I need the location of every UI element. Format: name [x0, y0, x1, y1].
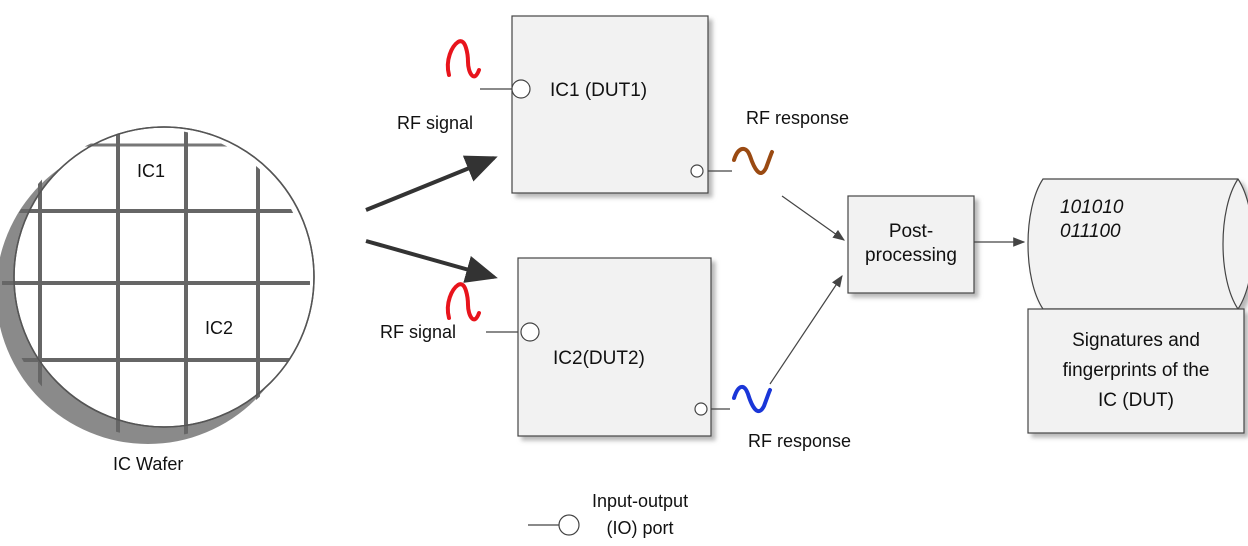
dut2-output-port: [694, 402, 708, 416]
dut2-input-port: [520, 322, 540, 342]
arrow-to-dut2: [365, 239, 498, 283]
legend-label: Input-output (IO) port: [592, 488, 688, 542]
rf-response-wave-1: [732, 147, 774, 175]
dut2-label: IC2(DUT2): [553, 348, 645, 369]
storage-bits-line1: 101010: [1060, 197, 1124, 218]
rf-signal-wave-2: [445, 282, 481, 322]
signatures-label: Signatures and fingerprints of the IC (D…: [1028, 326, 1244, 416]
arrow-response2-to-post: [769, 275, 843, 385]
arrow-to-dut1: [365, 155, 498, 212]
signatures-line2: fingerprints of the: [1062, 360, 1210, 381]
storage-bits: 101010 011100: [1060, 196, 1123, 244]
postprocessing-label: Post- processing: [848, 220, 974, 268]
ic-wafer: [0, 126, 315, 444]
wafer-ic1-label: IC1: [137, 161, 166, 181]
signatures-box: [1027, 308, 1245, 434]
legend-port-icon: [558, 514, 580, 536]
arrow-response1-to-post: [781, 195, 845, 241]
dut2-box: [517, 257, 712, 437]
postprocessing-line2: processing: [865, 245, 957, 266]
dut1-input-label: RF signal: [397, 113, 474, 133]
legend-line1: Input-output: [592, 491, 689, 511]
signatures-line1: Signatures and: [1072, 330, 1200, 351]
wafer-ic2-label: IC2: [205, 318, 234, 338]
dut1-box: [511, 15, 709, 194]
rf-response-wave-2: [732, 385, 772, 414]
postprocessing-box: [847, 195, 975, 294]
rf-signal-wave-1: [445, 39, 481, 79]
dut1-output-label: RF response: [746, 108, 850, 128]
dut2-input-label: RF signal: [380, 322, 457, 342]
dut2-output-label: RF response: [748, 431, 852, 451]
postprocessing-line1: Post-: [888, 221, 934, 242]
dut1-input-port: [511, 79, 531, 99]
dut1-label: IC1 (DUT1): [550, 80, 648, 101]
storage-bits-line2: 011100: [1060, 221, 1121, 242]
legend-line2: (IO) port: [606, 518, 674, 538]
dut1-output-port: [690, 164, 704, 178]
signatures-line3: IC (DUT): [1098, 390, 1174, 411]
wafer-label: IC Wafer: [113, 454, 184, 474]
